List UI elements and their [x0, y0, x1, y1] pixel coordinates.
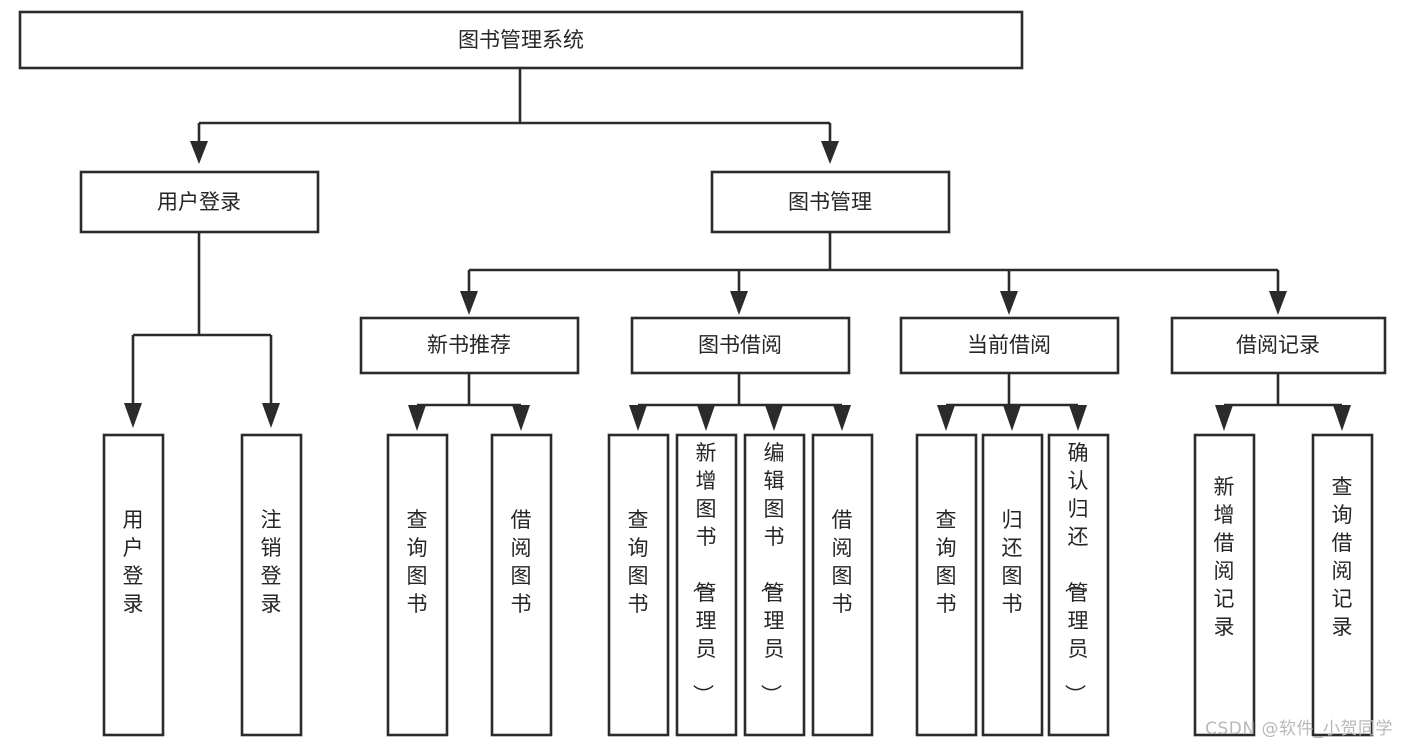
leaf-book-borrow-1-box[interactable] — [675, 433, 738, 737]
arrow-head-book-borrow-leaf-0 — [629, 405, 647, 431]
leaf-book-borrow-3-label: 借阅图书 — [832, 508, 853, 616]
node-user-login-box[interactable] — [79, 170, 320, 234]
arrow-head-current-borrow-leaf-1 — [1003, 405, 1021, 431]
leaf-new-book-0-label: 查询图书 — [407, 508, 428, 616]
leaf-book-borrow-1[interactable]: 新增图书（管理员） — [675, 433, 738, 737]
leaf-new-book-1-label: 借阅图书 — [511, 508, 532, 616]
leaf-current-borrow-2[interactable]: 确认归还（管理员） — [1047, 433, 1110, 737]
arrow-head-book-borrow-leaf-3 — [833, 405, 851, 431]
node-user-login-label: 用户登录 — [157, 190, 241, 214]
node-borrow-record-label: 借阅记录 — [1236, 333, 1320, 357]
leaf-user-login-0-label: 用户登录 — [123, 508, 144, 616]
arrow-head-current-borrow — [1000, 291, 1018, 315]
leaf-current-borrow-1-label: 归还图书 — [1002, 508, 1023, 616]
arrow-head-user-login — [190, 141, 208, 164]
connector-group-current-borrow-to-leaves — [937, 373, 1087, 431]
arrow-head-borrow-record-leaf-0 — [1215, 405, 1233, 431]
node-root-box[interactable] — [18, 10, 1024, 70]
node-root[interactable]: 图书管理系统 — [18, 10, 1024, 70]
leaf-user-login-1-label: 注销登录 — [261, 508, 282, 616]
arrow-head-borrow-record-leaf-1 — [1333, 405, 1351, 431]
leaf-new-book-1-box[interactable] — [490, 433, 553, 737]
leaf-current-borrow-2-box[interactable] — [1047, 433, 1110, 737]
leaf-book-borrow-1-label: 新增图书（管理员） — [691, 441, 717, 705]
arrow-head-book-manage — [821, 141, 839, 164]
leaf-current-borrow-0[interactable]: 查询图书 — [915, 433, 978, 737]
leaf-book-borrow-3[interactable]: 借阅图书 — [811, 433, 874, 737]
leaf-current-borrow-0-label: 查询图书 — [936, 508, 957, 616]
leaf-current-borrow-1-box[interactable] — [981, 433, 1044, 737]
node-book-borrow-box[interactable] — [630, 316, 851, 375]
connector-group-root-to-level2 — [190, 68, 839, 164]
arrow-head-new-book-leaf-1 — [512, 405, 530, 431]
node-new-book-recommend-box[interactable] — [359, 316, 580, 375]
arrow-head-current-borrow-leaf-0 — [937, 405, 955, 431]
leaf-borrow-record-1-box[interactable] — [1311, 433, 1374, 737]
node-borrow-record[interactable]: 借阅记录 — [1170, 316, 1387, 375]
connector-group-user-login-to-leaves — [124, 232, 280, 428]
node-current-borrow-box[interactable] — [899, 316, 1120, 375]
connector-group-borrow-record-to-leaves — [1215, 373, 1351, 431]
arrow-head-new-book-leaf-0 — [408, 405, 426, 431]
node-current-borrow-label: 当前借阅 — [967, 333, 1051, 357]
leaf-new-book-0[interactable]: 查询图书 — [386, 433, 449, 737]
leaf-new-book-0-box[interactable] — [386, 433, 449, 737]
node-new-book-recommend[interactable]: 新书推荐 — [359, 316, 580, 375]
leaf-borrow-record-0-box[interactable] — [1193, 433, 1256, 737]
leaf-current-borrow-0-box[interactable] — [915, 433, 978, 737]
arrow-head-leaf-user-login-1 — [262, 403, 280, 428]
arrow-head-book-borrow-leaf-1 — [697, 405, 715, 431]
leaf-borrow-record-1-label: 查询借阅记录 — [1332, 475, 1353, 639]
leaf-book-borrow-2-box[interactable] — [743, 433, 806, 737]
connector-group-new-book-to-leaves — [408, 373, 530, 431]
arrow-head-new-book — [460, 291, 478, 315]
node-borrow-record-box[interactable] — [1170, 316, 1387, 375]
connector-group-book-manage-to-level3 — [460, 232, 1287, 315]
node-book-manage-box[interactable] — [710, 170, 951, 234]
node-root-label: 图书管理系统 — [458, 28, 584, 52]
leaf-borrow-record-0[interactable]: 新增借阅记录 — [1193, 433, 1256, 737]
arrow-head-leaf-user-login-0 — [124, 403, 142, 428]
arrow-head-borrow-record — [1269, 291, 1287, 315]
leaf-book-borrow-0-box[interactable] — [607, 433, 670, 737]
node-book-borrow[interactable]: 图书借阅 — [630, 316, 851, 375]
node-new-book-recommend-label: 新书推荐 — [427, 333, 511, 357]
leaf-user-login-0[interactable]: 用户登录 — [102, 433, 165, 737]
leaf-new-book-1[interactable]: 借阅图书 — [490, 433, 553, 737]
connector-group-book-borrow-to-leaves — [629, 373, 851, 431]
arrow-head-book-borrow-leaf-2 — [765, 405, 783, 431]
leaf-book-borrow-0[interactable]: 查询图书 — [607, 433, 670, 737]
node-book-manage[interactable]: 图书管理 — [710, 170, 951, 234]
node-current-borrow[interactable]: 当前借阅 — [899, 316, 1120, 375]
node-user-login[interactable]: 用户登录 — [79, 170, 320, 234]
arrow-head-book-borrow — [730, 291, 748, 315]
leaf-user-login-0-box[interactable] — [102, 433, 165, 737]
leaf-user-login-1[interactable]: 注销登录 — [240, 433, 303, 737]
leaf-current-borrow-1[interactable]: 归还图书 — [981, 433, 1044, 737]
leaf-book-borrow-3-box[interactable] — [811, 433, 874, 737]
leaf-borrow-record-0-label: 新增借阅记录 — [1214, 475, 1235, 639]
arrow-head-current-borrow-leaf-2 — [1069, 405, 1087, 431]
node-book-manage-label: 图书管理 — [788, 190, 872, 214]
leaf-current-borrow-2-label: 确认归还（管理员） — [1063, 441, 1089, 705]
leaf-user-login-1-box[interactable] — [240, 433, 303, 737]
leaf-book-borrow-0-label: 查询图书 — [628, 508, 649, 616]
leaf-borrow-record-1[interactable]: 查询借阅记录 — [1311, 433, 1374, 737]
leaf-book-borrow-2[interactable]: 编辑图书（管理员） — [743, 433, 806, 737]
leaf-book-borrow-2-label: 编辑图书（管理员） — [759, 441, 785, 705]
node-book-borrow-label: 图书借阅 — [698, 333, 782, 357]
